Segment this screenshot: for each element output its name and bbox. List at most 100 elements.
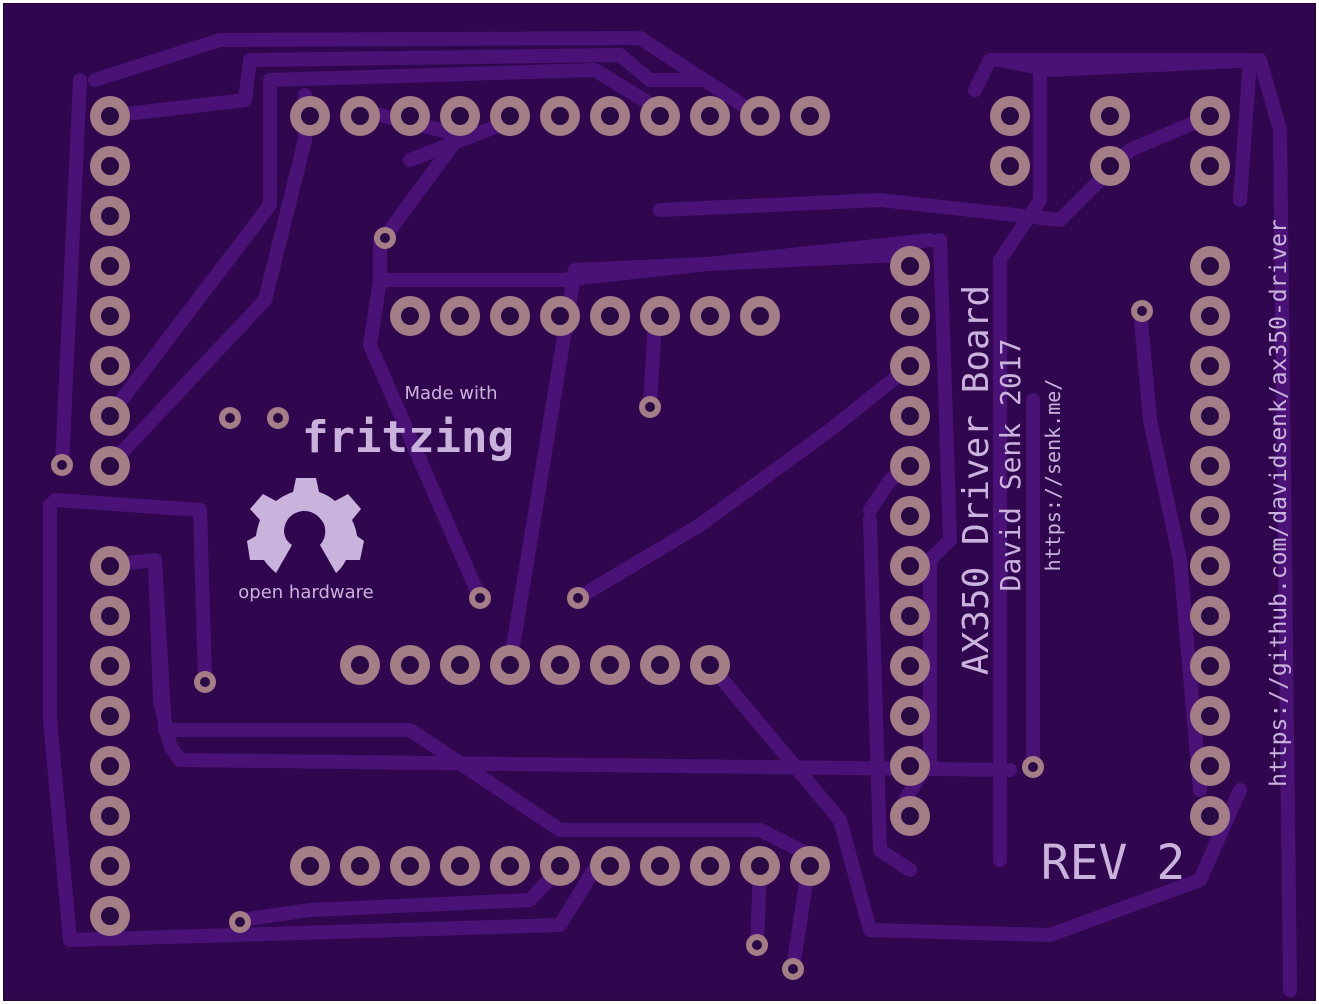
copper-trace <box>968 53 1257 207</box>
pad <box>1190 296 1230 336</box>
pad <box>490 296 530 336</box>
pad <box>490 645 530 685</box>
pad <box>340 846 380 886</box>
pad <box>890 446 930 486</box>
via <box>51 454 73 476</box>
copper-trace <box>403 118 507 167</box>
via <box>567 587 589 609</box>
board-title: AX350 Driver Board <box>956 285 997 675</box>
pad <box>1190 546 1230 586</box>
copper-trace <box>863 513 917 877</box>
pad <box>890 496 930 536</box>
pad <box>1190 346 1230 386</box>
pad <box>690 645 730 685</box>
via <box>746 934 768 956</box>
via <box>1131 300 1153 322</box>
pad <box>90 246 130 286</box>
pad <box>390 96 430 136</box>
copper-trace <box>233 861 567 927</box>
pad <box>1190 396 1230 436</box>
pad <box>90 446 130 486</box>
copper-trace <box>786 863 815 975</box>
copper-trace <box>993 68 1047 867</box>
pad <box>690 296 730 336</box>
pad <box>790 96 830 136</box>
pad <box>1190 796 1230 836</box>
pad <box>90 896 130 936</box>
copper-trace <box>571 363 912 605</box>
pad <box>1190 596 1230 636</box>
copper-trace <box>103 48 707 123</box>
pad <box>440 96 480 136</box>
pad <box>90 746 130 786</box>
pad <box>540 645 580 685</box>
through-hole-pads <box>90 96 1230 936</box>
pad <box>590 846 630 886</box>
via <box>639 396 661 418</box>
pad <box>590 296 630 336</box>
via <box>374 227 396 249</box>
pad <box>990 96 1030 136</box>
pad <box>890 796 930 836</box>
pad <box>690 96 730 136</box>
pad <box>590 96 630 136</box>
pad <box>1190 496 1230 536</box>
pad <box>90 546 130 586</box>
open-hardware-gear-icon <box>247 478 364 573</box>
pad <box>90 846 130 886</box>
pad <box>990 146 1030 186</box>
copper-traces <box>43 31 1297 997</box>
via <box>194 671 216 693</box>
pad <box>640 645 680 685</box>
pad <box>890 296 930 336</box>
pad <box>790 846 830 886</box>
pad <box>1090 146 1130 186</box>
pad <box>1190 446 1230 486</box>
pad <box>640 96 680 136</box>
via <box>469 587 491 609</box>
pad <box>540 846 580 886</box>
pad <box>290 846 330 886</box>
pad <box>1190 746 1230 786</box>
copper-trace <box>703 658 1247 942</box>
pad <box>490 96 530 136</box>
via <box>267 407 289 429</box>
board-website: https://senk.me/ <box>1041 379 1065 572</box>
pad <box>390 846 430 886</box>
pad <box>590 645 630 685</box>
pad <box>740 846 780 886</box>
copper-trace <box>43 498 607 947</box>
pad <box>490 846 530 886</box>
pad <box>890 646 930 686</box>
copper-trace <box>653 109 1217 227</box>
copper-trace <box>48 493 212 687</box>
pad <box>90 96 130 136</box>
copper-trace <box>148 553 1017 777</box>
pad <box>90 396 130 436</box>
pad <box>540 296 580 336</box>
open-hardware-label: open hardware <box>238 582 373 603</box>
pad <box>740 96 780 136</box>
pad <box>1190 246 1230 286</box>
pad <box>390 296 430 336</box>
copper-trace <box>55 73 87 472</box>
via <box>1022 756 1044 778</box>
pad <box>90 146 130 186</box>
pad <box>90 696 130 736</box>
pad <box>90 596 130 636</box>
via <box>219 407 241 429</box>
board-repo-url: https://github.com/davidsenk/ax350-drive… <box>1266 219 1292 787</box>
pad <box>890 696 930 736</box>
pad <box>890 546 930 586</box>
pad <box>440 645 480 685</box>
pad <box>340 96 380 136</box>
copper-trace <box>1133 303 1207 797</box>
pad <box>890 346 930 386</box>
via <box>229 911 251 933</box>
pad <box>890 746 930 786</box>
pad <box>90 296 130 336</box>
copper-trace <box>363 273 487 605</box>
pad <box>90 646 130 686</box>
made-with-label: Made with <box>405 383 498 404</box>
